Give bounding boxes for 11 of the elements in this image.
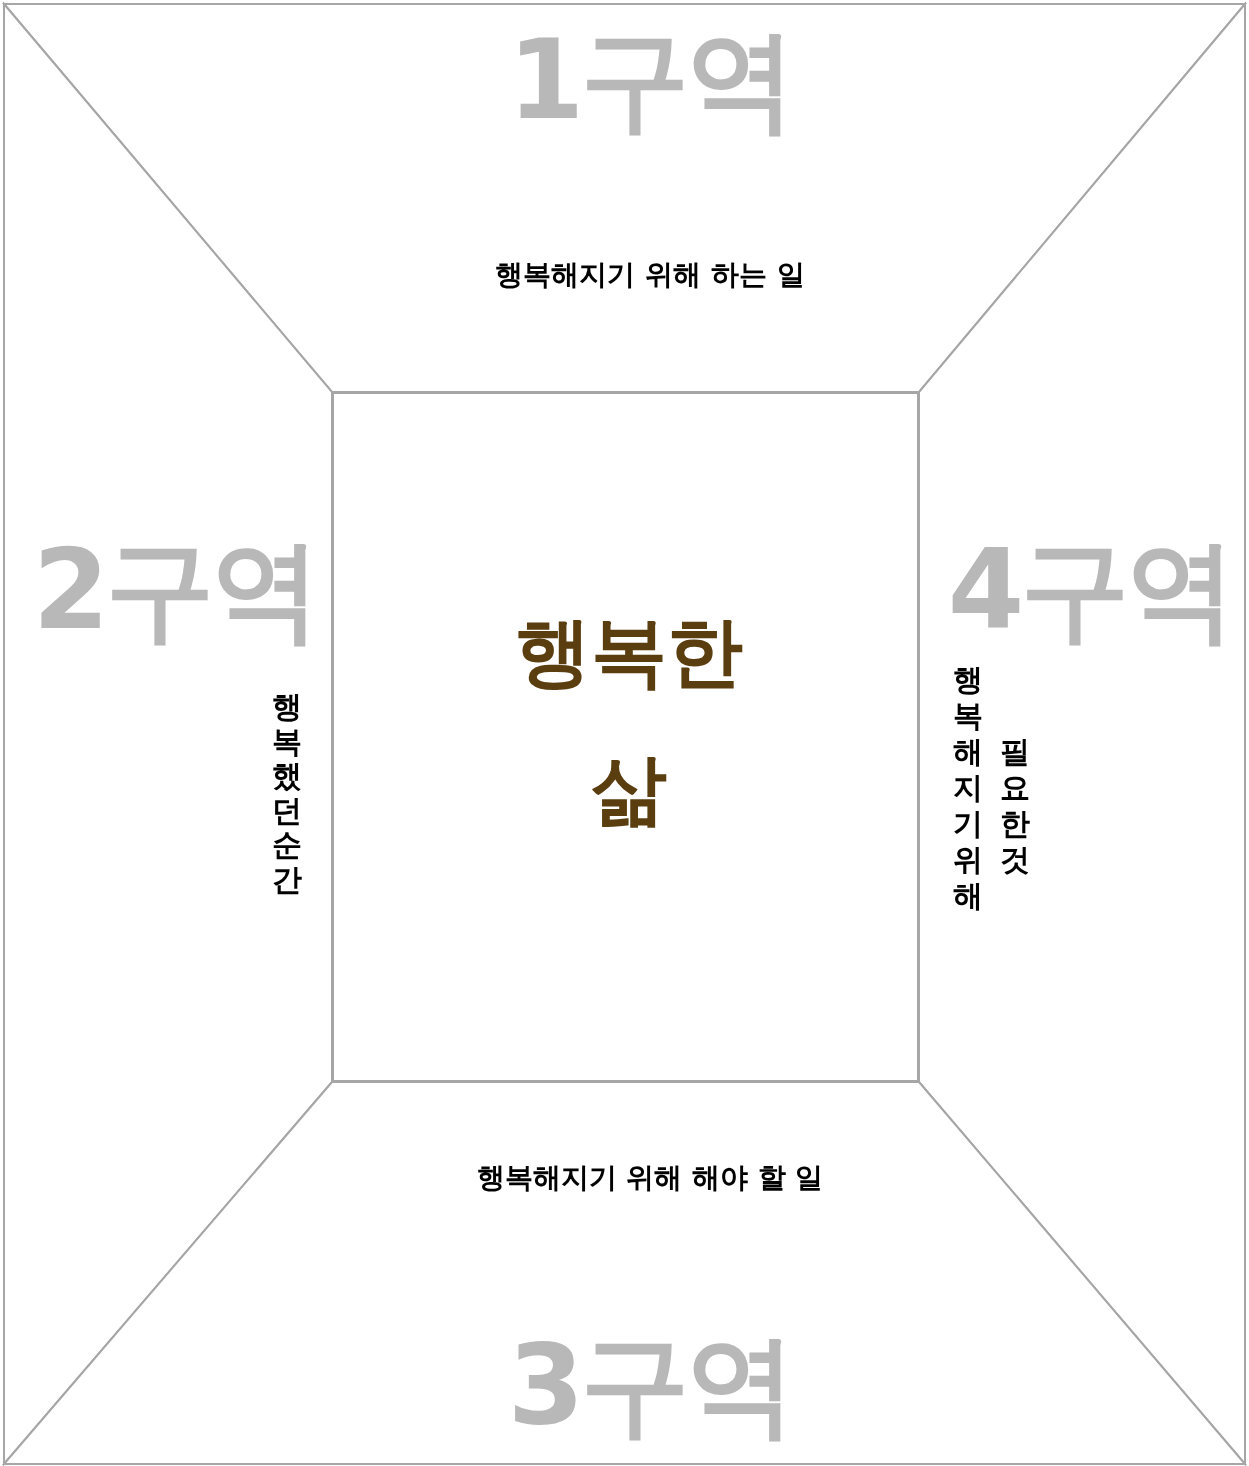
zone-text: 행복해지기 위해 하는 일 — [495, 261, 805, 289]
zone-label: 2구역 — [32, 535, 318, 645]
center-title: 행복한 삶 — [514, 606, 744, 835]
zone-text: 행복해지기 위해 해야 할 일 — [476, 1164, 824, 1192]
vertical-text: 행복해지기 위해 — [953, 662, 983, 914]
vertical-text: 필요한 것 — [1000, 734, 1030, 878]
vertical-text: 행복했던 순간 — [272, 690, 302, 897]
zone-label: 3구역 — [507, 1330, 793, 1440]
zone-label: 1구역 — [507, 25, 793, 135]
center-box — [332, 392, 919, 1082]
zone-label: 4구역 — [947, 535, 1233, 645]
